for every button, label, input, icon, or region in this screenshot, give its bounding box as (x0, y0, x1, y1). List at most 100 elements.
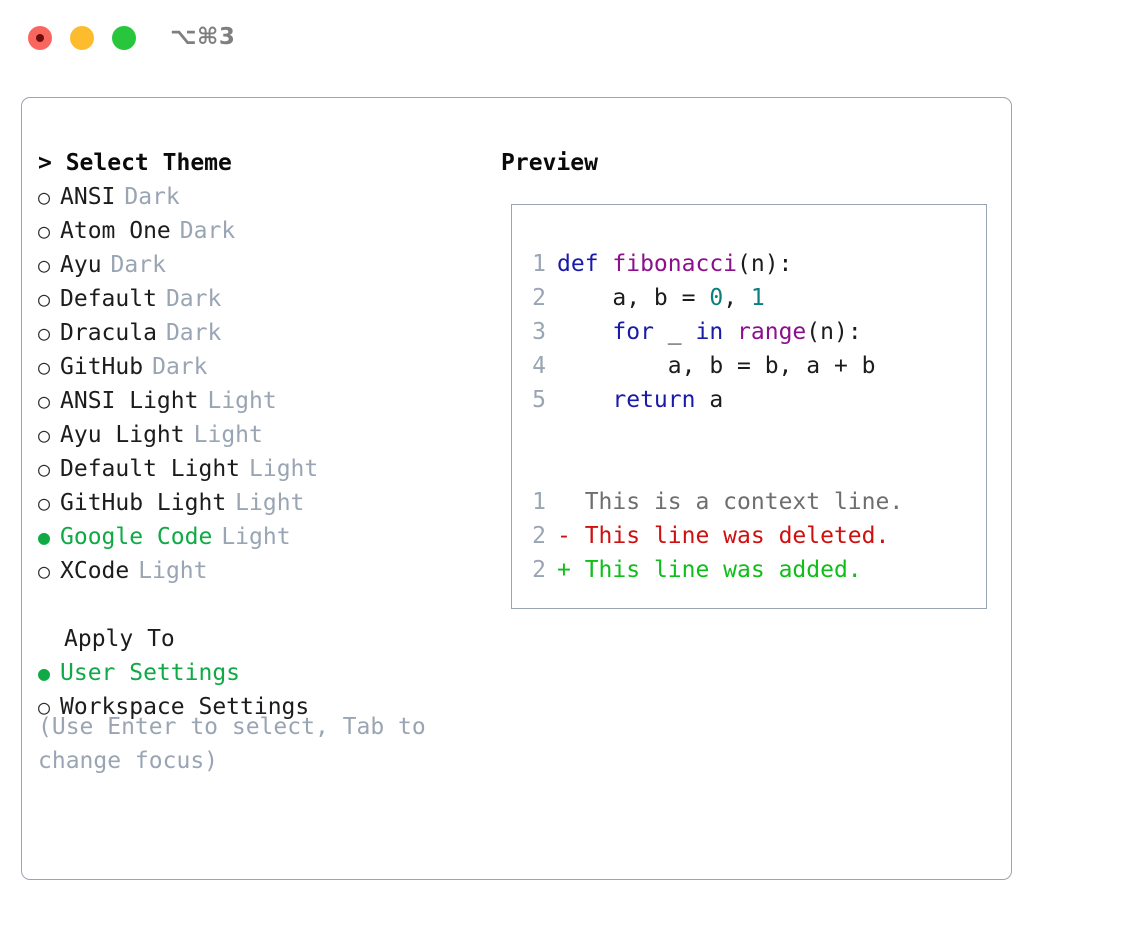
diff-marker: + (557, 557, 585, 583)
diff-line-number: 2 (532, 557, 546, 583)
theme-option-label: Default (60, 286, 157, 312)
radio-unselected-icon: ○ (38, 185, 51, 209)
radio-unselected-icon: ○ (38, 253, 51, 277)
theme-option-label: Default Light (60, 456, 241, 482)
minimize-button[interactable] (70, 26, 94, 50)
code-token: (n): (806, 319, 862, 345)
diff-line: 2- This line was deleted. (524, 519, 903, 553)
code-token: return (612, 387, 696, 413)
theme-option-ansi-light[interactable]: ○ ANSI Light Light (38, 384, 498, 418)
theme-option-tag: Dark (165, 320, 222, 346)
code-token: a, b = b, a + b (557, 353, 876, 379)
theme-option-tag: Dark (110, 252, 166, 278)
theme-option-label: Ayu (60, 252, 102, 278)
theme-option-tag: Light (207, 388, 277, 414)
preview-title: Preview (501, 150, 598, 176)
theme-option-tag: Dark (165, 286, 222, 312)
code-token: fibonacci (612, 251, 738, 277)
radio-selected-icon: ● (38, 525, 51, 549)
diff-line-number: 2 (532, 523, 546, 549)
close-button[interactable] (28, 26, 52, 50)
apply-to-option-label: Workspace Settings (60, 694, 310, 720)
theme-option-tag: Light (249, 456, 319, 482)
code-line: 3 for _ in range(n): (524, 315, 903, 349)
code-blank-line (524, 417, 903, 451)
code-token: _ (653, 319, 696, 345)
apply-to-option-label: User Settings (60, 660, 241, 686)
code-line: 5 return a (524, 383, 903, 417)
theme-option-ayu-light[interactable]: ○ Ayu Light Light (38, 418, 498, 452)
theme-option-tag: Light (138, 558, 208, 584)
diff-line: 1 This is a context line. (524, 485, 903, 519)
theme-option-xcode[interactable]: ○ XCode Light (38, 554, 498, 588)
keyboard-shortcut-label: ⌥⌘3 (170, 24, 236, 50)
theme-option-tag: Light (235, 490, 305, 516)
theme-option-ayu[interactable]: ○ Ayu Dark (38, 248, 498, 282)
code-token: in (695, 319, 724, 345)
code-line-number: 5 (532, 387, 546, 413)
theme-picker-title: > Select Theme (38, 150, 232, 176)
radio-unselected-icon: ○ (38, 559, 51, 583)
theme-option-tag: Light (193, 422, 263, 448)
code-token: 1 (750, 285, 765, 311)
theme-option-label: GitHub (60, 354, 144, 380)
code-line: 4 a, b = b, a + b (524, 349, 903, 383)
code-token: 0 (709, 285, 724, 311)
code-token: range (737, 319, 807, 345)
code-token: for (612, 319, 654, 345)
diff-text: This line was deleted. (584, 523, 890, 549)
theme-option-label: XCode (60, 558, 130, 584)
radio-unselected-icon: ○ (38, 491, 51, 515)
code-token: def (557, 251, 613, 277)
radio-unselected-icon: ○ (38, 695, 51, 719)
apply-to-option-workspace-settings[interactable]: ○ Workspace Settings (38, 690, 498, 724)
theme-option-default-light[interactable]: ○ Default Light Light (38, 452, 498, 486)
keyboard-hint-text: (Use Enter to select, Tab to change focu… (38, 714, 440, 774)
radio-selected-icon: ● (38, 661, 51, 685)
apply-to-title: Apply To (64, 626, 175, 652)
code-token (557, 319, 612, 345)
apply-to-list: ● User Settings ○ Workspace Settings (38, 656, 498, 724)
theme-option-label: ANSI Light (60, 388, 199, 414)
theme-option-tag: Dark (152, 354, 208, 380)
diff-text: This is a context line. (584, 489, 904, 515)
code-token: a (695, 387, 724, 413)
theme-option-label: Ayu Light (60, 422, 185, 448)
diff-line-number: 1 (532, 489, 546, 515)
diff-marker: - (557, 523, 585, 549)
radio-unselected-icon: ○ (38, 287, 51, 311)
radio-unselected-icon: ○ (38, 389, 51, 413)
zoom-button[interactable] (112, 26, 136, 50)
preview-column: Preview 1 def fibonacci (n): 2 a, b = 0, 1 3… (501, 146, 991, 609)
code-token: , (723, 285, 751, 311)
apply-to-option-user-settings[interactable]: ● User Settings (38, 656, 498, 690)
radio-unselected-icon: ○ (38, 423, 51, 447)
preview-box: 1 def fibonacci (n): 2 a, b = 0, 1 3 for _ i… (511, 204, 987, 609)
theme-option-label: Dracula (60, 320, 157, 346)
code-line-number: 3 (532, 319, 546, 345)
theme-option-label: ANSI (60, 184, 116, 210)
diff-text: This line was added. (584, 557, 862, 583)
radio-unselected-icon: ○ (38, 457, 51, 481)
code-token: a, b = (557, 285, 710, 311)
theme-option-default[interactable]: ○ Default Dark (38, 282, 498, 316)
code-token (557, 387, 612, 413)
theme-option-label: Atom One (60, 218, 171, 244)
code-line-number: 1 (532, 251, 546, 277)
code-blank-line (524, 451, 903, 485)
theme-option-github[interactable]: ○ GitHub Dark (38, 350, 498, 384)
theme-option-tag: Light (221, 524, 291, 550)
radio-unselected-icon: ○ (38, 355, 51, 379)
diff-marker (557, 489, 585, 515)
